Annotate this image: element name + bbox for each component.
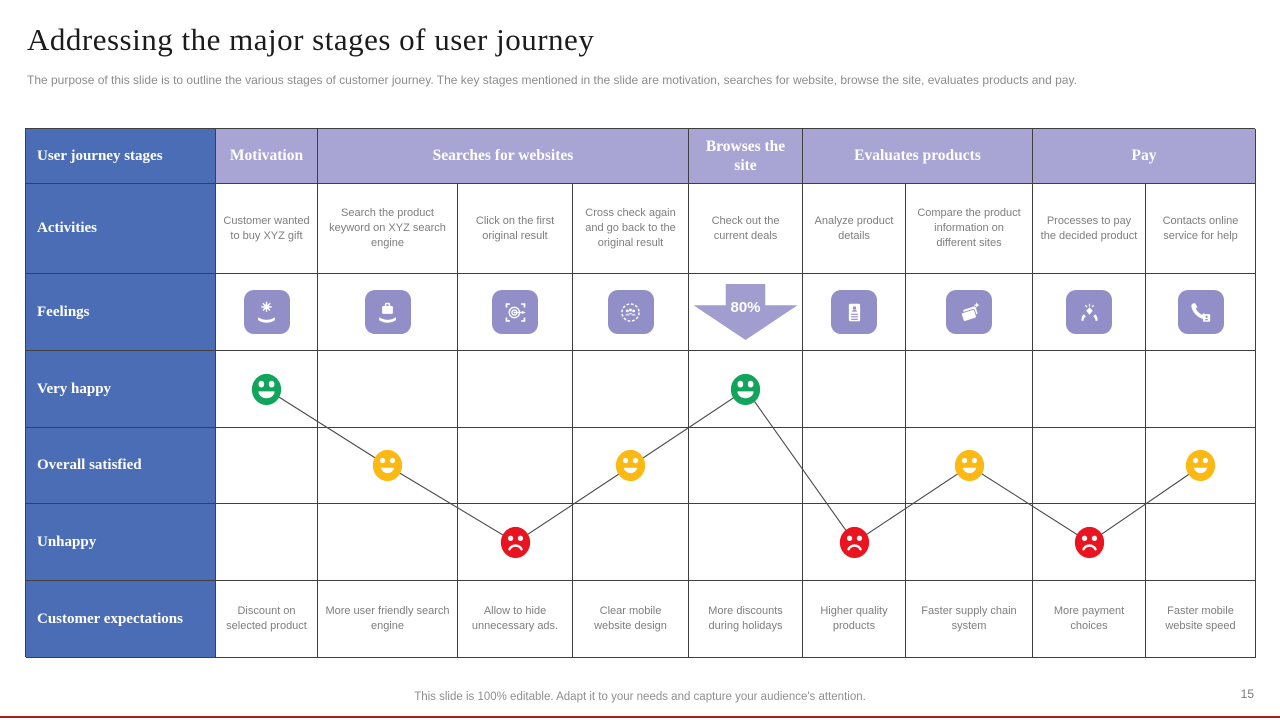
sentiment-face-very-happy: [729, 372, 762, 407]
sentiment-face-very-happy: [250, 372, 283, 407]
feelings-cell: [803, 274, 906, 351]
activity-cell: Contacts online service for help: [1146, 184, 1256, 274]
sentiment-face-satisfied: [1184, 448, 1217, 483]
footer-note: This slide is 100% editable. Adapt it to…: [414, 691, 866, 703]
user-journey-table: User journey stages Motivation Searches …: [25, 128, 1256, 658]
sentiment-cell: [216, 351, 318, 428]
hand-gear-icon: [243, 290, 290, 334]
stage-header-motivation: Motivation: [216, 129, 318, 184]
activity-cell: Cross check again and go back to the ori…: [573, 184, 689, 274]
audience-circle-icon: [607, 290, 654, 334]
sentiment-cell: [906, 428, 1033, 504]
expectation-cell: Discount on selected product: [216, 581, 318, 658]
feelings-cell: [458, 274, 573, 351]
feelings-cell: [1146, 274, 1256, 351]
stage-header-searches-for-websites: Searches for websites: [318, 129, 689, 184]
sentiment-cell: [318, 428, 458, 504]
activity-cell: Check out the current deals: [689, 184, 803, 274]
sentiment-cell: [216, 428, 318, 504]
sentiment-cell: [1146, 504, 1256, 581]
expectation-cell: Faster supply chain system: [906, 581, 1033, 658]
sentiment-cell: [458, 351, 573, 428]
sentiment-cell: [1033, 504, 1146, 581]
expectation-cell: Allow to hide unnecessary ads.: [458, 581, 573, 658]
sentiment-cell: [1033, 428, 1146, 504]
sentiment-cell: [906, 504, 1033, 581]
feelings-cell: [318, 274, 458, 351]
slide-subtitle: The purpose of this slide is to outline …: [27, 73, 1077, 87]
feelings-cell: [1033, 274, 1146, 351]
row-header-very-happy: Very happy: [26, 351, 216, 428]
profile-document-icon: [831, 290, 877, 334]
expectation-cell: More discounts during holidays: [689, 581, 803, 658]
sentiment-cell: [573, 504, 689, 581]
activity-cell: Customer wanted to buy XYZ gift: [216, 184, 318, 274]
sentiment-cell: [318, 351, 458, 428]
sentiment-cell: [689, 351, 803, 428]
expectation-cell: More user friendly search engine: [318, 581, 458, 658]
sentiment-cell: [573, 428, 689, 504]
sentiment-face-unhappy: [838, 525, 871, 560]
row-header-customer-expectations: Customer expectations: [26, 581, 216, 658]
slide-title: Addressing the major stages of user jour…: [27, 22, 595, 57]
sentiment-face-unhappy: [499, 525, 532, 560]
row-header-user-journey-stages: User journey stages: [26, 129, 216, 184]
activity-cell: Compare the product information on diffe…: [906, 184, 1033, 274]
hands-gem-icon: [1066, 290, 1112, 334]
bottom-accent-rule: [0, 716, 1280, 718]
stage-header-pay: Pay: [1033, 129, 1256, 184]
sentiment-cell: [906, 351, 1033, 428]
phone-contact-icon: [1177, 290, 1224, 334]
row-header-activities: Activities: [26, 184, 216, 274]
activity-cell: Analyze product details: [803, 184, 906, 274]
row-header-feelings: Feelings: [26, 274, 216, 351]
activity-cell: Click on the first original result: [458, 184, 573, 274]
sentiment-face-satisfied: [953, 448, 986, 483]
feelings-cell: [906, 274, 1033, 351]
sentiment-cell: [803, 504, 906, 581]
decrease-arrow-icon: 80%: [693, 284, 798, 340]
decrease-arrow-label: 80%: [730, 298, 761, 316]
target-arrow-icon: [492, 290, 538, 334]
expectation-cell: More payment choices: [1033, 581, 1146, 658]
sentiment-cell: [803, 351, 906, 428]
sentiment-cell: [803, 428, 906, 504]
sentiment-cell: [1146, 351, 1256, 428]
sentiment-face-satisfied: [614, 448, 647, 483]
feelings-cell: 80%: [689, 274, 803, 351]
sentiment-cell: [1146, 428, 1256, 504]
row-header-unhappy: Unhappy: [26, 504, 216, 581]
expectation-cell: Faster mobile website speed: [1146, 581, 1256, 658]
sentiment-cell: [689, 428, 803, 504]
sentiment-cell: [1033, 351, 1146, 428]
sentiment-face-satisfied: [371, 448, 404, 483]
page-number: 15: [1240, 687, 1254, 701]
expectation-cell: Higher quality products: [803, 581, 906, 658]
feelings-cell: [573, 274, 689, 351]
hand-briefcase-icon: [364, 290, 411, 334]
sentiment-face-unhappy: [1073, 525, 1106, 560]
sentiment-cell: [216, 504, 318, 581]
row-header-overall-satisfied: Overall satisfied: [26, 428, 216, 504]
sentiment-cell: [573, 351, 689, 428]
stage-header-evaluates-products: Evaluates products: [803, 129, 1033, 184]
stage-header-browses-the-site: Browses the site: [689, 129, 803, 184]
expectation-cell: Clear mobile website design: [573, 581, 689, 658]
payment-card-icon: [946, 290, 992, 334]
sentiment-cell: [689, 504, 803, 581]
feelings-cell: [216, 274, 318, 351]
activity-cell: Processes to pay the decided product: [1033, 184, 1146, 274]
sentiment-cell: [318, 504, 458, 581]
sentiment-cell: [458, 504, 573, 581]
sentiment-cell: [458, 428, 573, 504]
activity-cell: Search the product keyword on XYZ search…: [318, 184, 458, 274]
